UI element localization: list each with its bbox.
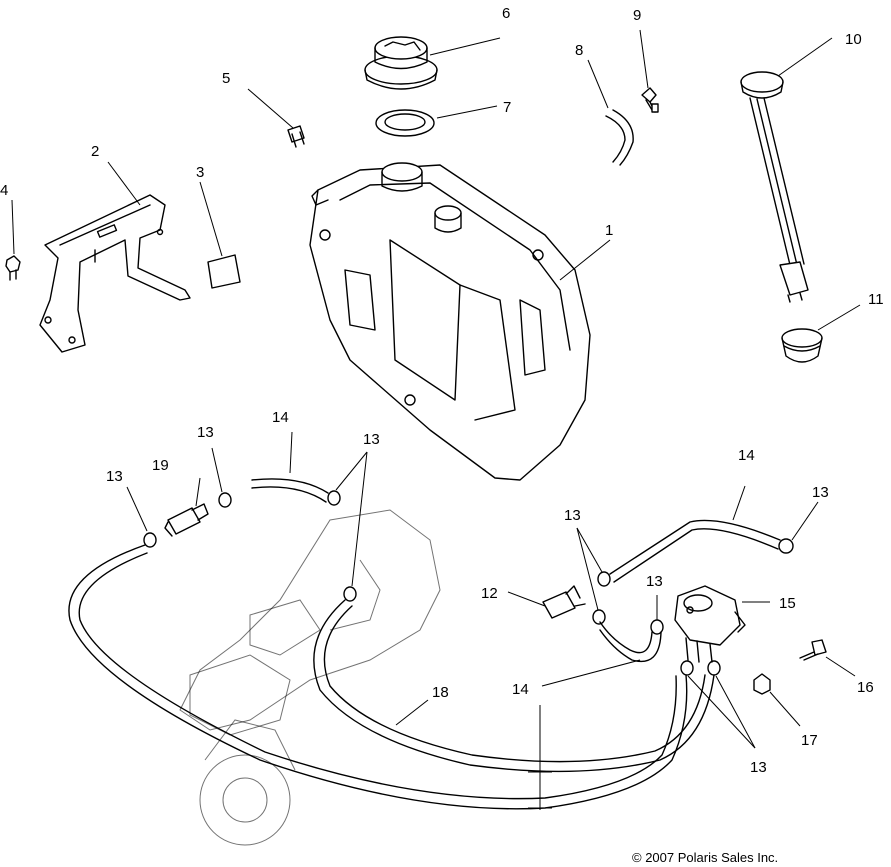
- callout-15: 15: [779, 595, 796, 612]
- fuel-hose-pump[interactable]: [599, 621, 662, 663]
- hose-clamp[interactable]: [778, 538, 794, 554]
- callout-13a: 13: [197, 424, 214, 441]
- callout-1: 1: [605, 222, 613, 239]
- callout-19: 19: [152, 457, 169, 474]
- callout-13b: 13: [363, 431, 380, 448]
- leader-lines: [11, 29, 861, 810]
- callout-13c: 13: [106, 468, 123, 485]
- callout-14b: 14: [738, 447, 755, 464]
- hose-clamp[interactable]: [597, 571, 611, 587]
- fuel-sender[interactable]: [740, 71, 809, 303]
- fuel-return-hose[interactable]: [68, 544, 715, 810]
- bracket-pad[interactable]: [207, 254, 241, 289]
- bracket-nut[interactable]: [5, 255, 21, 281]
- callout-13g: 13: [750, 759, 767, 776]
- callout-8: 8: [575, 42, 583, 59]
- callout-17: 17: [801, 732, 818, 749]
- fuel-pump[interactable]: [674, 585, 746, 663]
- hose-clamp[interactable]: [218, 492, 232, 508]
- tank-bracket[interactable]: [39, 194, 191, 353]
- copyright-notice: © 2007 Polaris Sales Inc.: [632, 850, 778, 865]
- bolt-16[interactable]: [799, 639, 827, 661]
- callout-3: 3: [196, 164, 204, 181]
- engine-frame-outline: [179, 509, 441, 846]
- callout-13f: 13: [646, 573, 663, 590]
- callout-7: 7: [503, 99, 511, 116]
- callout-13d: 13: [812, 484, 829, 501]
- callout-13e: 13: [564, 507, 581, 524]
- callout-16: 16: [857, 679, 874, 696]
- callout-12: 12: [481, 585, 498, 602]
- vent-valve[interactable]: [641, 87, 659, 113]
- callout-11: 11: [868, 291, 884, 308]
- hose-clamp[interactable]: [343, 586, 357, 602]
- inline-fitting-19[interactable]: [164, 503, 209, 537]
- nut-17[interactable]: [753, 673, 771, 695]
- vent-hose[interactable]: [605, 109, 634, 166]
- callout-2: 2: [91, 143, 99, 160]
- fuel-hose-upper-left[interactable]: [251, 478, 329, 503]
- callout-4: 4: [0, 182, 8, 199]
- callout-5: 5: [222, 70, 230, 87]
- hose-clamp[interactable]: [680, 660, 694, 676]
- callout-14c: 14: [512, 681, 529, 698]
- callout-10: 10: [845, 31, 862, 48]
- bolt-5[interactable]: [287, 125, 305, 148]
- hose-clamp[interactable]: [143, 532, 157, 548]
- fuel-hose-upper-right[interactable]: [609, 519, 781, 583]
- callout-9: 9: [633, 7, 641, 24]
- sender-grommet[interactable]: [781, 328, 823, 363]
- callout-18: 18: [432, 684, 449, 701]
- hose-clamp[interactable]: [327, 490, 341, 506]
- fuel-cap[interactable]: [364, 36, 438, 90]
- callout-6: 6: [502, 5, 510, 22]
- fuel-tank[interactable]: [309, 162, 591, 481]
- cap-gasket[interactable]: [375, 109, 435, 137]
- hose-fitting-12[interactable]: [542, 585, 586, 619]
- hose-clamp[interactable]: [592, 609, 606, 625]
- callout-labels: 6 9 10 8 5 7 2 3 4 1 11 14 13 13 19 13 1…: [0, 5, 884, 776]
- callout-14a: 14: [272, 409, 289, 426]
- hose-clamp[interactable]: [707, 660, 721, 676]
